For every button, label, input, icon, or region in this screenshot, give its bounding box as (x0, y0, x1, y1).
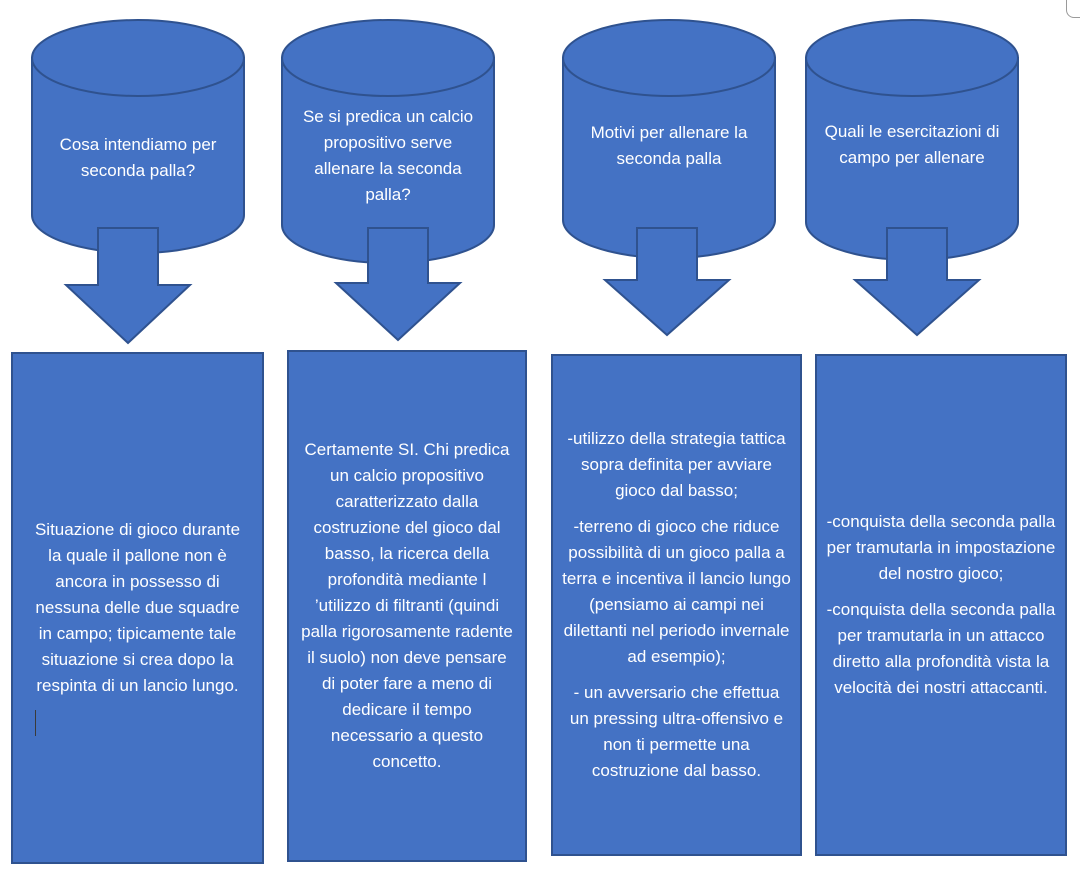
answer-4-paragraph-1: -conquista della seconda palla per tramu… (826, 512, 1056, 583)
question-4: Quali le esercitazioni di campo per alle… (818, 100, 1006, 190)
answer-box-1 (11, 352, 264, 864)
down-arrow-4 (852, 227, 982, 337)
answer-3-paragraph-3: - un avversario che effettua un pressing… (569, 683, 784, 780)
question-3: Motivi per allenare la seconda palla (578, 114, 760, 178)
answer-3-paragraph-2: -terreno di gioco che riduce possibilità… (562, 517, 791, 666)
question-1: Cosa intendiamo per seconda palla? (40, 118, 236, 198)
answer-box-3 (551, 354, 802, 856)
cylinder-1 (31, 19, 245, 254)
down-arrow-1 (63, 227, 193, 345)
cylinder-4 (805, 19, 1019, 261)
down-arrow-2 (333, 227, 463, 342)
answer-3-paragraph-1: -utilizzo della strategia tattica sopra … (567, 429, 786, 500)
answer-2-paragraph-1: Certamente SI. Chi predica un calcio pro… (301, 440, 513, 771)
answer-4-paragraph-2: -conquista della seconda palla per tramu… (826, 600, 1056, 697)
answer-2: Certamente SI. Chi predica un calcio pro… (300, 358, 514, 854)
answer-4: -conquista della seconda palla per tramu… (826, 362, 1056, 848)
corner-handle (1066, 0, 1080, 18)
question-3-text: Motivi per allenare la seconda palla (590, 123, 748, 168)
answer-1: Situazione di gioco durante la quale il … (28, 360, 247, 856)
text-cursor (35, 710, 36, 736)
cylinder-2 (281, 19, 495, 264)
answer-3: -utilizzo della strategia tattica sopra … (562, 362, 791, 848)
down-arrow-3 (602, 227, 732, 337)
answer-box-4 (815, 354, 1067, 856)
answer-box-2 (287, 350, 527, 862)
question-2-text: Se si predica un calcio propositivo serv… (302, 107, 474, 204)
answer-1-paragraph-1: Situazione di gioco durante la quale il … (34, 520, 241, 695)
question-2: Se si predica un calcio propositivo serv… (300, 100, 476, 212)
question-1-text: Cosa intendiamo per seconda palla? (59, 135, 217, 180)
question-4-text: Quali le esercitazioni di campo per alle… (824, 122, 1000, 167)
